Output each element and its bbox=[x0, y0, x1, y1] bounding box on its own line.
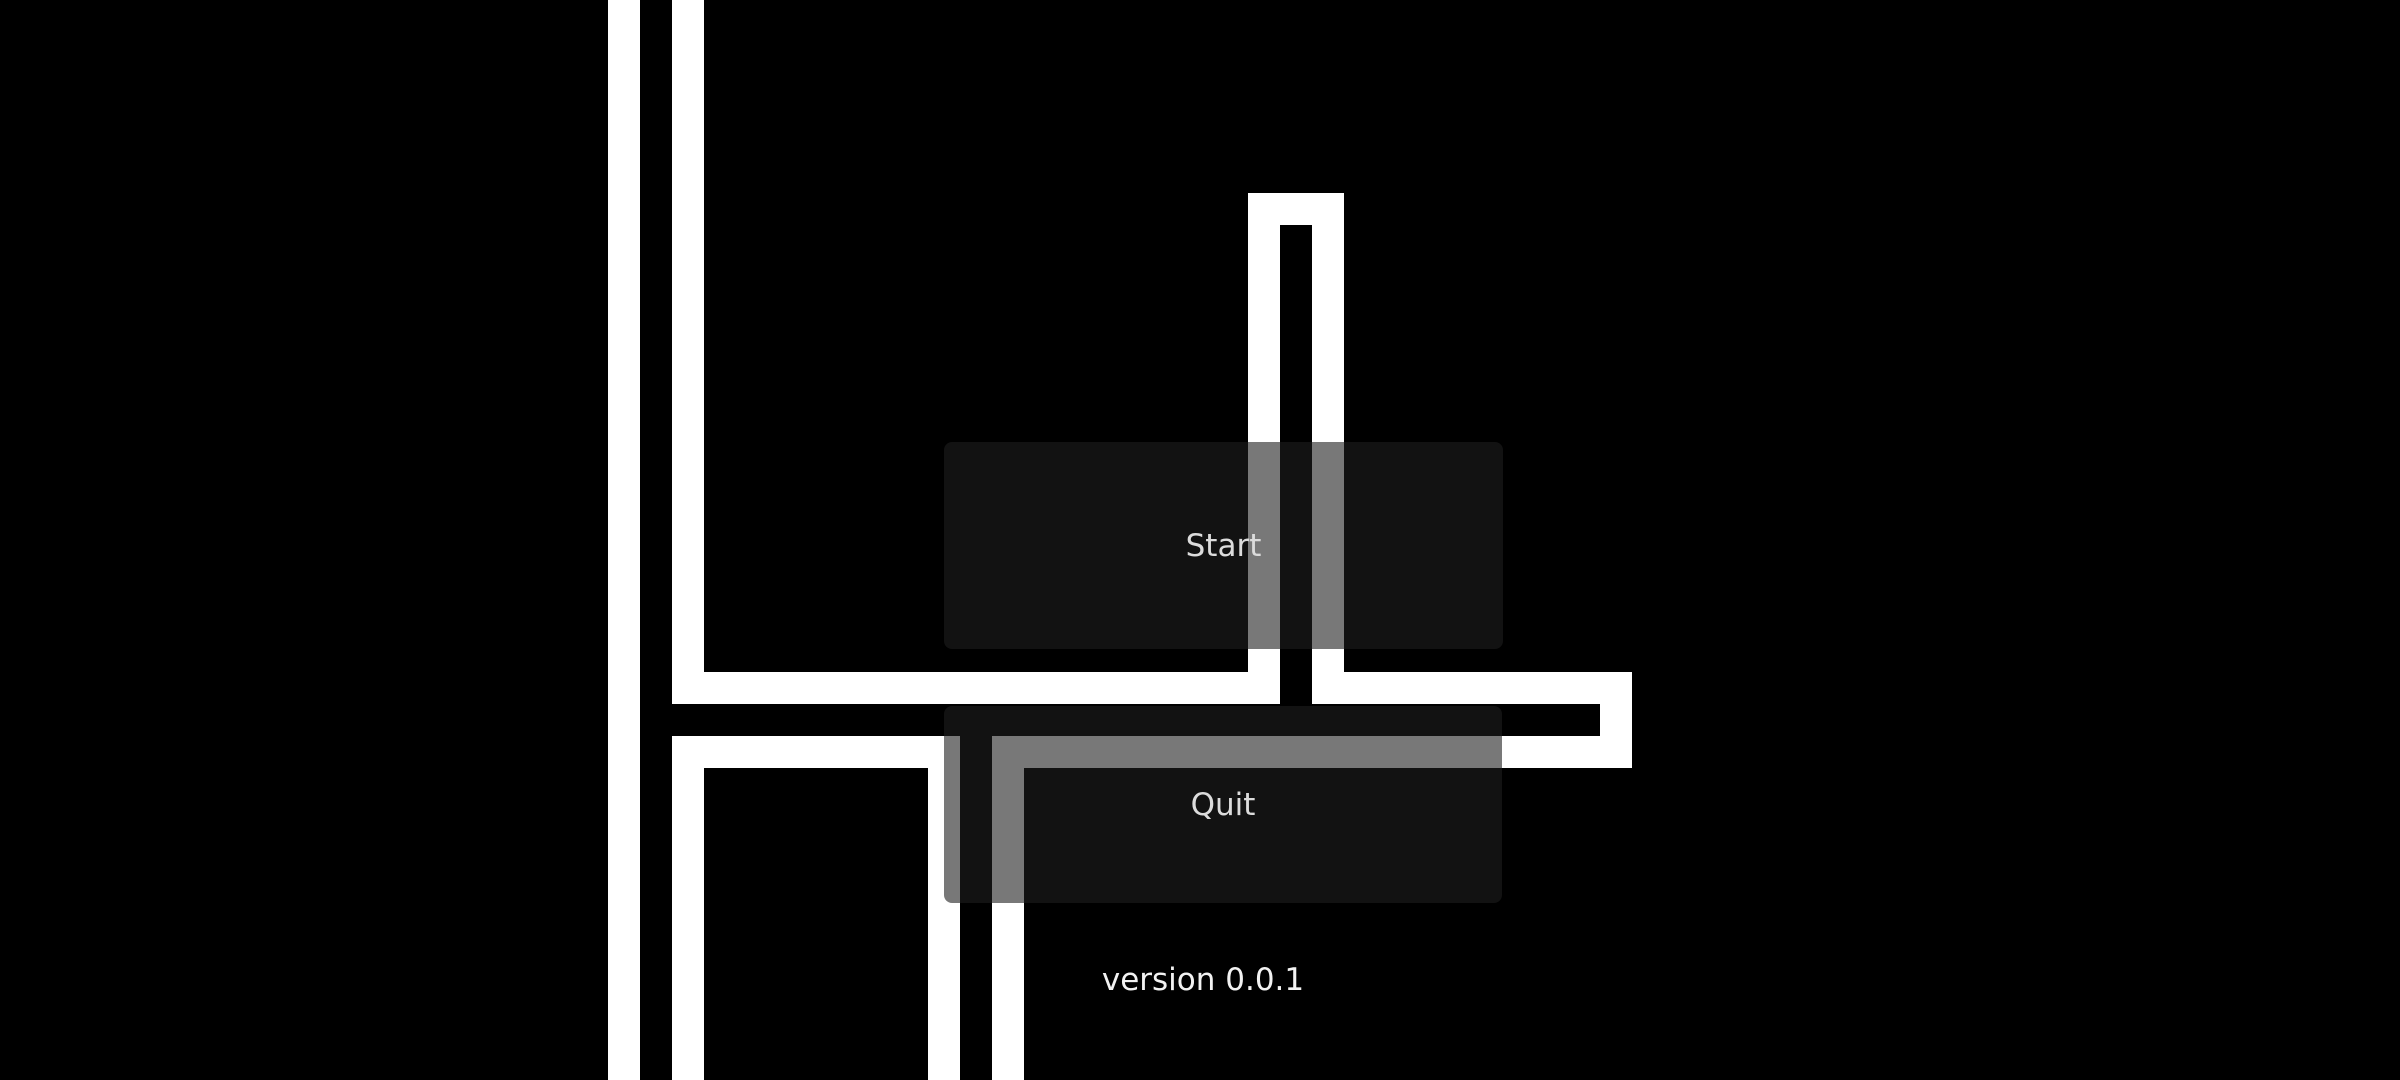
maze-wall bbox=[672, 672, 1280, 704]
maze-wall bbox=[1312, 672, 1632, 704]
start-button-label: Start bbox=[1185, 527, 1262, 564]
start-button[interactable]: Start bbox=[944, 442, 1503, 649]
quit-button-label: Quit bbox=[1190, 786, 1256, 823]
quit-button[interactable]: Quit bbox=[944, 706, 1502, 903]
maze-wall bbox=[608, 0, 640, 1080]
version-label: version 0.0.1 bbox=[1101, 962, 1305, 998]
maze-wall bbox=[672, 0, 704, 704]
maze-wall bbox=[672, 736, 960, 768]
maze-wall bbox=[672, 736, 704, 1080]
